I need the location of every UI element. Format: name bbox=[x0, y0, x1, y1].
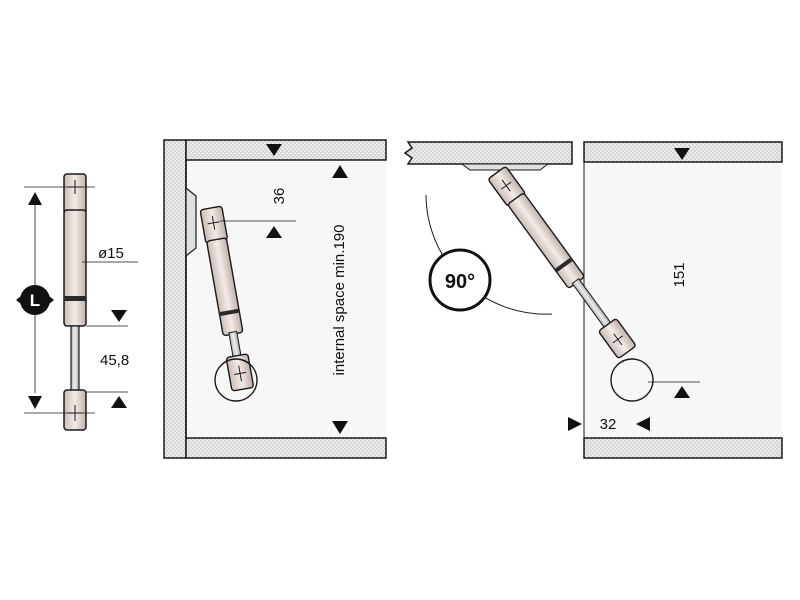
internal-space-label: internal space min.190 bbox=[331, 225, 348, 376]
strut-rod bbox=[70, 325, 80, 393]
open-cabinet-view: 90° 151 32 bbox=[403, 141, 783, 459]
cabinet-front-panel bbox=[163, 139, 187, 459]
standalone-gas-strut: L ø15 45,8 bbox=[16, 173, 138, 431]
angle-label: 90° bbox=[445, 271, 475, 293]
top-offset-arrow-up bbox=[266, 226, 282, 238]
lifted-door-panel bbox=[403, 141, 573, 165]
height-label: 151 bbox=[671, 262, 688, 287]
internal-space-arrow-top bbox=[332, 165, 348, 178]
door-mount-bracket bbox=[185, 186, 197, 258]
length-symbol-badge bbox=[20, 285, 50, 315]
width-arrow-left bbox=[568, 417, 582, 431]
width-arrow-right bbox=[636, 417, 650, 431]
strut-cylinder bbox=[63, 209, 87, 327]
open-strut-cylinder bbox=[507, 193, 585, 289]
diameter-label: ø15 bbox=[98, 245, 124, 262]
stroke-arrow-bottom bbox=[111, 396, 127, 408]
cabinet-top-panel bbox=[185, 139, 387, 161]
length-symbol-label: L bbox=[30, 291, 40, 310]
height-arrow-bottom bbox=[674, 386, 690, 398]
open-lower-pivot-circle bbox=[610, 358, 654, 402]
cabinet-bottom-panel bbox=[185, 437, 387, 459]
width-label: 32 bbox=[600, 416, 617, 433]
open-cabinet-bottom-panel bbox=[583, 437, 783, 459]
lower-pivot-circle bbox=[214, 358, 258, 402]
top-offset-label: 36 bbox=[271, 188, 288, 205]
stroke-label: 45,8 bbox=[100, 352, 129, 369]
top-offset-arrow-down bbox=[266, 144, 282, 156]
dim-arrow-up bbox=[28, 192, 42, 205]
closed-cabinet-view: 36 internal space min.190 bbox=[163, 139, 387, 459]
height-arrow-top bbox=[674, 148, 690, 160]
internal-space-arrow-bottom bbox=[332, 421, 348, 434]
stroke-arrow-top bbox=[111, 310, 127, 322]
dim-arrow-down bbox=[28, 396, 42, 409]
angle-badge bbox=[428, 248, 492, 312]
